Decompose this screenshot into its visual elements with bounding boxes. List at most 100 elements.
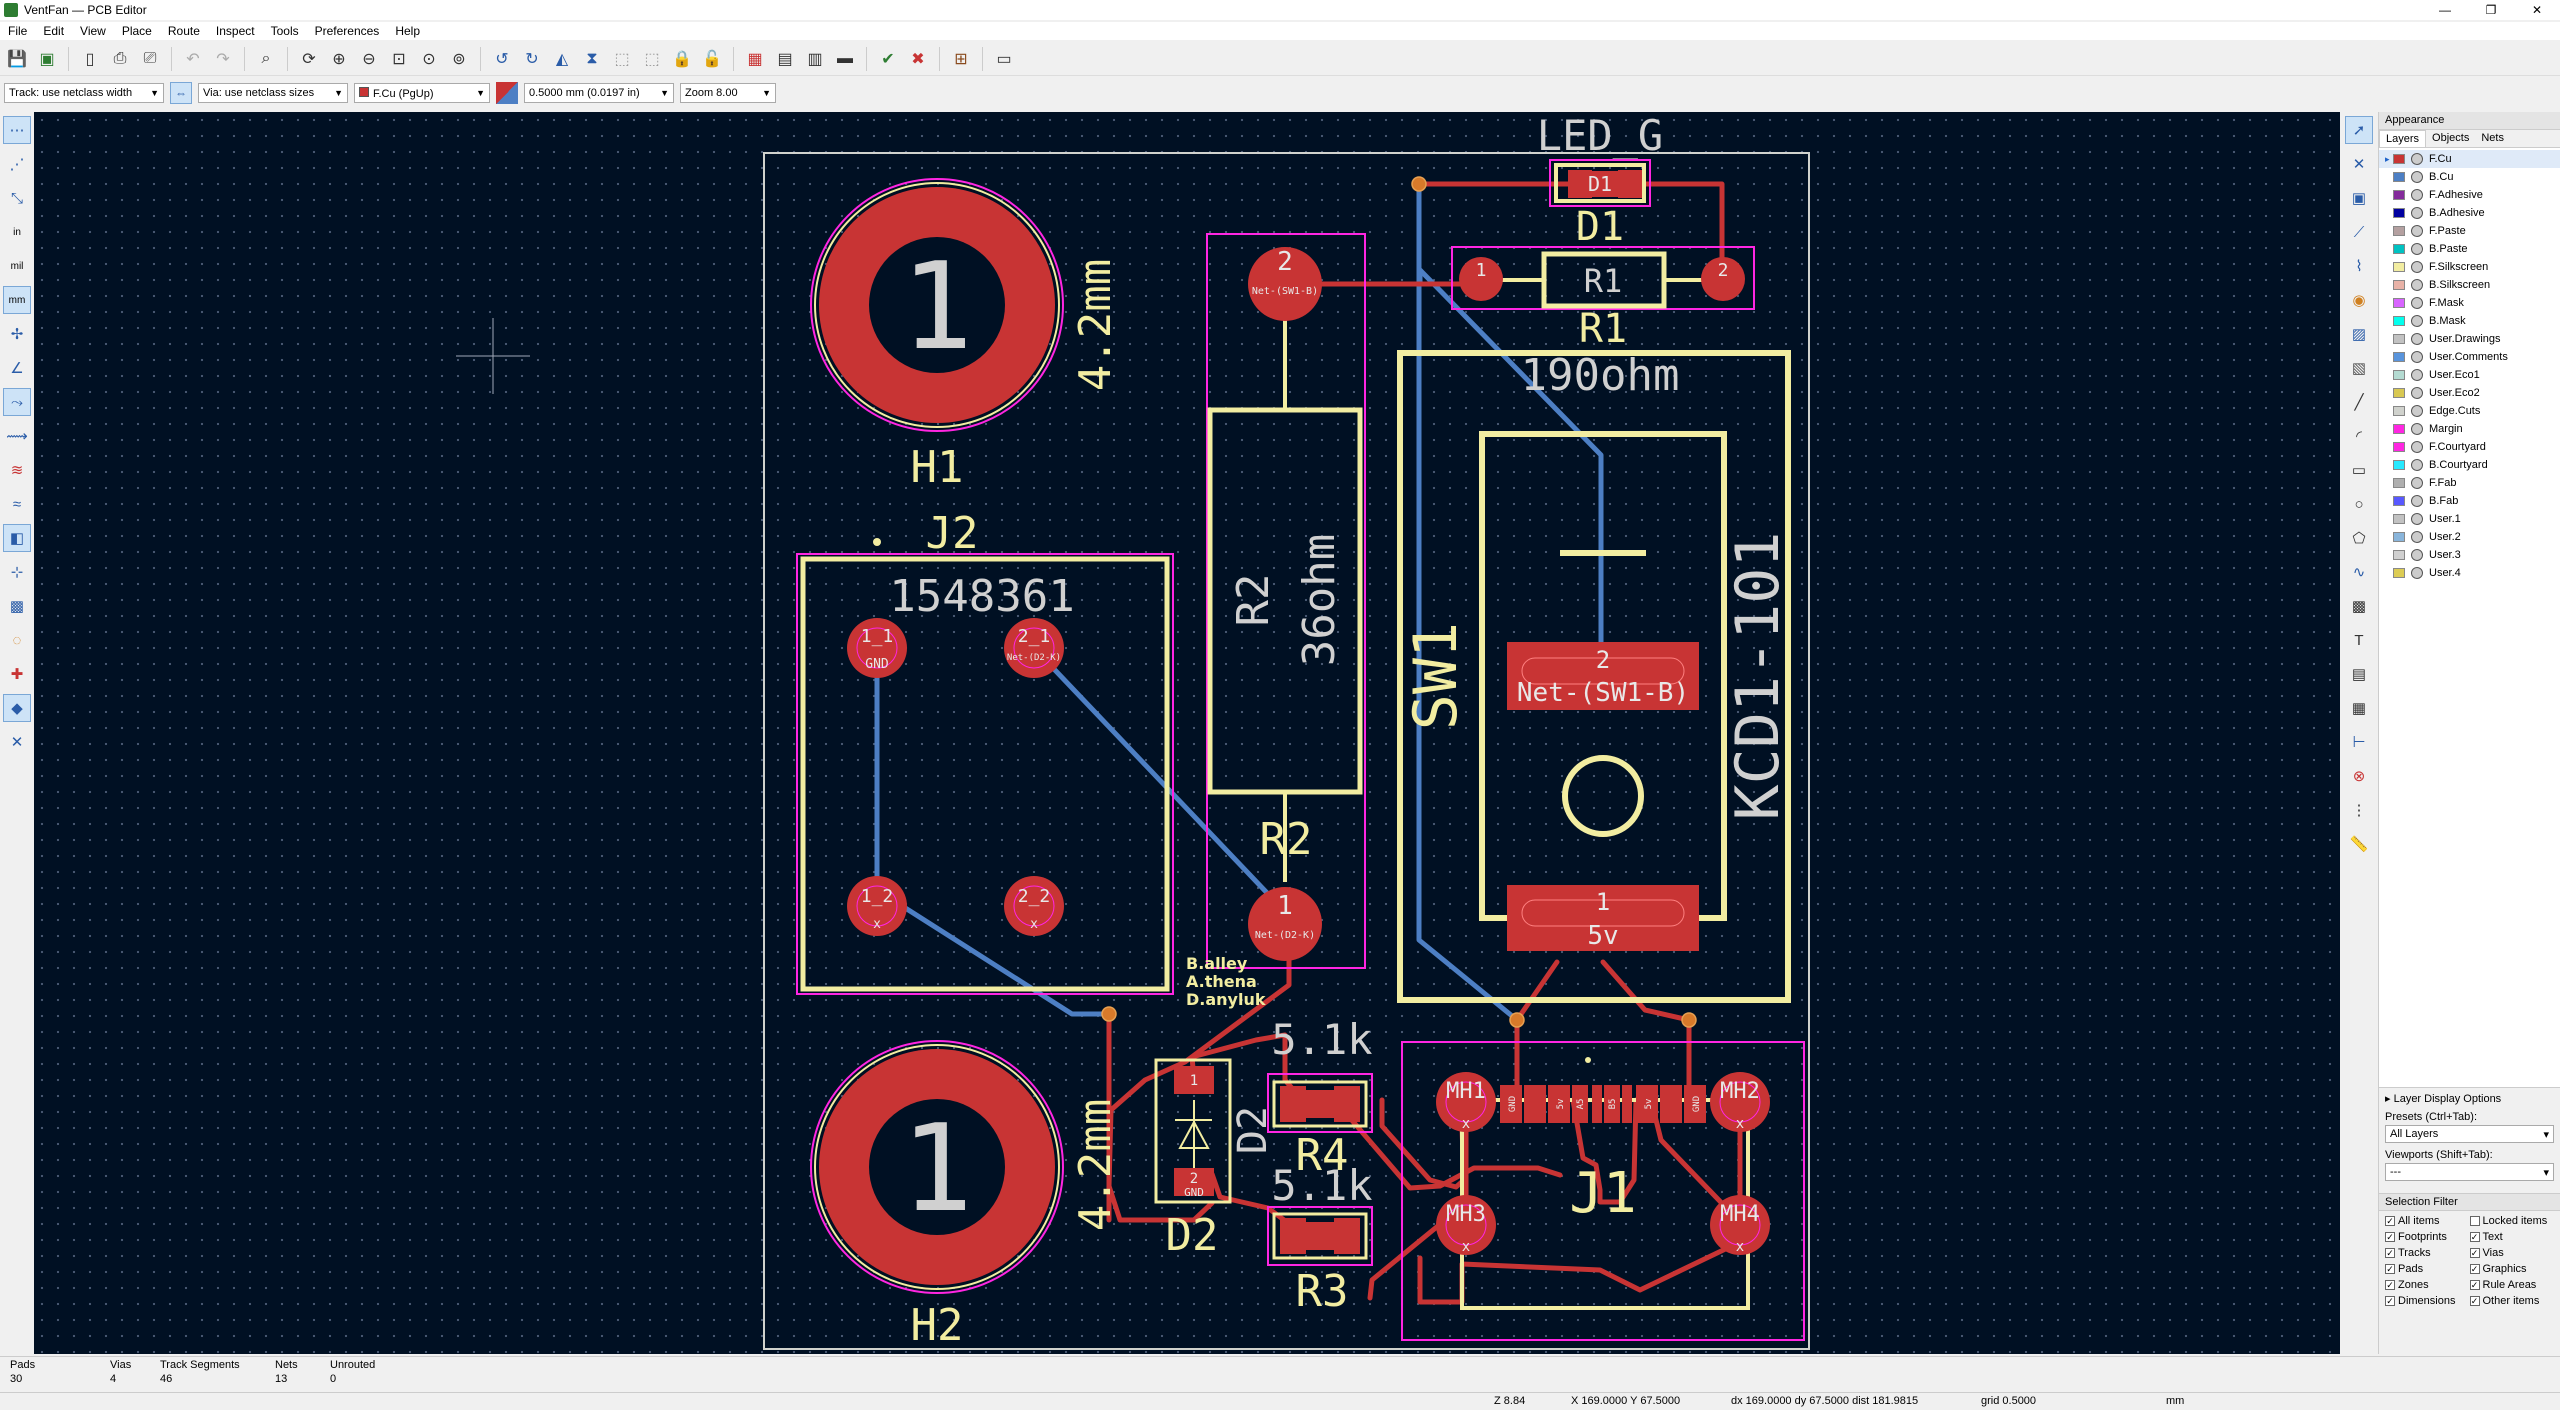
menu-tools[interactable]: Tools [270, 24, 299, 38]
eye-icon[interactable] [2411, 513, 2423, 525]
tab-nets[interactable]: Nets [2481, 132, 2504, 144]
eye-icon[interactable] [2411, 207, 2423, 219]
eye-icon[interactable] [2411, 387, 2423, 399]
j1-mounting-hole[interactable]: MH4 x [1710, 1195, 1770, 1255]
layer-color-swatch[interactable] [2393, 568, 2405, 578]
r1-pad[interactable]: 1 [1459, 257, 1503, 301]
unlock-icon[interactable]: 🔓 [702, 50, 722, 68]
layer-color-swatch[interactable] [2393, 244, 2405, 254]
menu-view[interactable]: View [80, 24, 106, 38]
footprint-r2[interactable]: R2 36ohm R2 2 Net-(SW1-B) 1 Net-(D2-K) [1206, 233, 1366, 969]
ratsnest-curved-icon[interactable]: ⤳ [3, 388, 31, 416]
j1-pin[interactable]: GND [1684, 1085, 1706, 1123]
units-mil-button[interactable]: mil [10, 260, 24, 272]
checkbox[interactable]: ✓ [2385, 1215, 2395, 1226]
menu-place[interactable]: Place [121, 24, 152, 38]
pad-number-icon[interactable]: ✚ [10, 666, 24, 683]
local-ratsnest-icon[interactable]: ✕ [2352, 156, 2366, 173]
selection-filter-item[interactable]: ✓Zones [2385, 1277, 2470, 1292]
footprint-editor-icon[interactable]: ▤ [777, 50, 793, 68]
measure-icon[interactable]: 📏 [2349, 836, 2369, 853]
selection-filter-item[interactable]: ✓Other items [2469, 1293, 2555, 1308]
selection-filter-item[interactable]: ✓Dimensions [2385, 1293, 2470, 1308]
layer-color-swatch[interactable] [2393, 280, 2405, 290]
pcb-canvas[interactable]: 1 H1 4.2mm 1 H2 4.2mm J2 1548361 1_1 GND [34, 112, 2340, 1354]
zoom-in-icon[interactable]: ⊕ [332, 50, 346, 68]
layer-row[interactable]: F.Courtyard [2379, 438, 2560, 456]
layer-row[interactable]: User.3 [2379, 546, 2560, 564]
eye-icon[interactable] [2411, 405, 2423, 417]
layer-row[interactable]: Edge.Cuts [2379, 402, 2560, 420]
eye-icon[interactable] [2411, 225, 2423, 237]
menu-route[interactable]: Route [167, 24, 200, 38]
grid-select[interactable]: 0.5000 mm (0.0197 in)▼ [524, 83, 674, 103]
footprint-r3[interactable]: 5.1k R3 [1267, 1161, 1373, 1317]
add-textbox-icon[interactable]: ▤ [2351, 666, 2367, 683]
maximize-button[interactable]: ❐ [2485, 3, 2497, 17]
footprint-r4[interactable]: 5.1k R4 [1267, 1015, 1373, 1181]
j1-mounting-hole[interactable]: MH2 x [1710, 1072, 1770, 1132]
layer-color-swatch[interactable] [2393, 154, 2405, 164]
footprint-j1[interactable]: J1 GND 5v A5 B5 5v GN [1401, 1041, 1805, 1341]
layer-color-swatch[interactable] [2393, 442, 2405, 452]
selection-filter-item[interactable]: ✓Text [2469, 1229, 2555, 1244]
draw-curve-icon[interactable]: ∿ [2352, 564, 2366, 581]
drc-icon[interactable]: ✔ [881, 50, 895, 68]
layer-color-swatch[interactable] [2393, 262, 2405, 272]
checkbox[interactable]: ✓ [2469, 1279, 2480, 1290]
j1-pin[interactable]: B5 [1604, 1085, 1620, 1123]
add-text-icon[interactable]: T [2354, 631, 2364, 649]
eye-icon[interactable] [2411, 189, 2423, 201]
tab-objects[interactable]: Objects [2432, 132, 2470, 144]
j2-pad[interactable]: 1_2 x [847, 876, 907, 936]
draw-circle-icon[interactable]: ○ [2354, 495, 2364, 513]
eye-icon[interactable] [2411, 153, 2423, 165]
tab-layers[interactable]: Layers [2379, 130, 2427, 147]
checkbox[interactable]: ✓ [2385, 1231, 2395, 1242]
eye-icon[interactable] [2411, 369, 2423, 381]
units-mm-button[interactable]: mm [3, 286, 31, 314]
tune-length-icon[interactable]: ⌇ [2355, 258, 2363, 275]
eye-icon[interactable] [2411, 495, 2423, 507]
layer-row[interactable]: B.Courtyard [2379, 456, 2560, 474]
net-highlight-icon[interactable]: ⊹ [10, 564, 24, 581]
checkbox[interactable] [2469, 1215, 2480, 1226]
layer-row[interactable]: User.2 [2379, 528, 2560, 546]
eye-icon[interactable] [2411, 549, 2423, 561]
layer-color-swatch[interactable] [2393, 172, 2405, 182]
eye-icon[interactable] [2411, 477, 2423, 489]
zoom-fit-icon[interactable]: ⊡ [392, 50, 406, 68]
menu-edit[interactable]: Edit [43, 24, 65, 38]
layer-color-swatch[interactable] [2393, 352, 2405, 362]
rotate-cw-icon[interactable]: ↻ [525, 50, 539, 68]
delete-icon[interactable]: ⊗ [2352, 768, 2366, 785]
j1-mounting-hole[interactable]: MH3 x [1436, 1195, 1496, 1255]
eye-icon[interactable] [2411, 531, 2423, 543]
eye-icon[interactable] [2411, 243, 2423, 255]
redo-icon[interactable]: ↷ [216, 50, 230, 68]
checkbox[interactable]: ✓ [2469, 1263, 2480, 1274]
j1-pin[interactable]: 5v [1548, 1085, 1570, 1123]
layer-row[interactable]: B.Adhesive [2379, 204, 2560, 222]
layer-row[interactable]: B.Fab [2379, 492, 2560, 510]
layer-row[interactable]: F.Adhesive [2379, 186, 2560, 204]
layer-row[interactable]: B.Silkscreen [2379, 276, 2560, 294]
footprint-d1[interactable]: LED_G D1 D1 [1537, 112, 1663, 250]
show-ratsnest-icon[interactable]: ⟿ [6, 428, 28, 445]
group-icon[interactable]: ⬚ [614, 50, 630, 68]
grid-toggle-icon[interactable]: ⋯ [3, 116, 31, 144]
eye-icon[interactable] [2411, 351, 2423, 363]
eye-icon[interactable] [2411, 441, 2423, 453]
add-via-icon[interactable]: ◉ [2352, 292, 2366, 309]
checkbox[interactable]: ✓ [2469, 1247, 2480, 1258]
footprint-d2[interactable]: 1 2 GND D2 D2 [1154, 1058, 1276, 1261]
layer-color-swatch[interactable] [2393, 532, 2405, 542]
layer-row[interactable]: Margin [2379, 420, 2560, 438]
track-width-select[interactable]: Track: use netclass width▼ [4, 83, 164, 103]
add-dimension-icon[interactable]: ⊢ [2352, 734, 2366, 751]
layer-color-swatch[interactable] [2393, 496, 2405, 506]
draw-rectangle-icon[interactable]: ▭ [2351, 462, 2367, 479]
page-settings-icon[interactable]: ▯ [85, 50, 95, 68]
layers-manager-icon[interactable]: ◆ [3, 694, 31, 722]
selection-filter-item[interactable]: ✓Footprints [2385, 1229, 2470, 1244]
